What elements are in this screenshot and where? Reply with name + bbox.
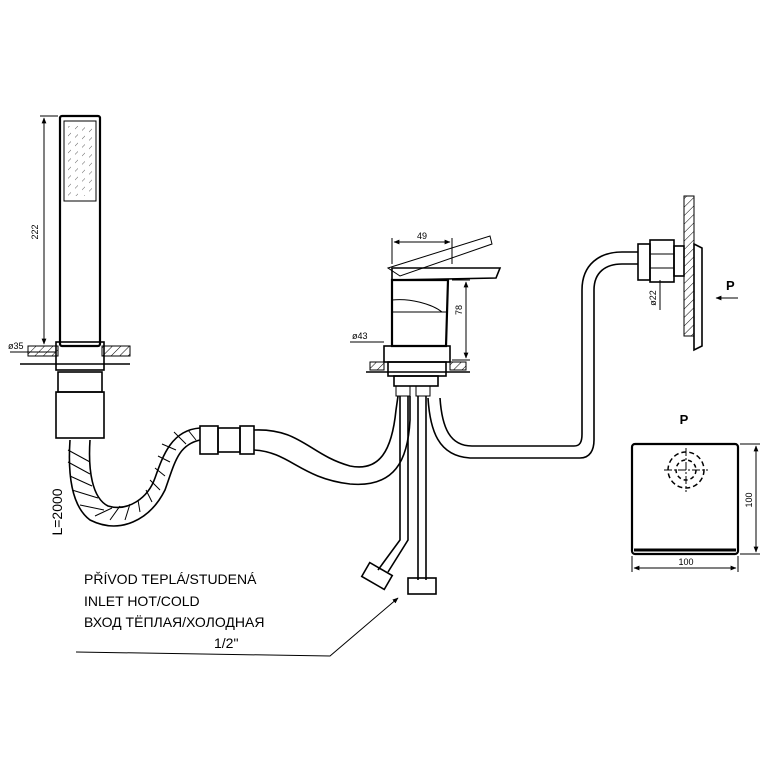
shower-spray-holes [68,126,92,196]
note-line-en: INLET HOT/COLD [84,593,200,609]
inlet-note: PŘÍVOD TEPLÁ/STUDENÁ INLET HOT/COLD ВХОД… [75,571,399,657]
view-arrow-label: P [726,278,735,293]
inlet-hoses [360,396,437,595]
shower-spray-face [63,120,97,202]
shower-deck-left [27,345,59,357]
dim-hose-length: L=2000 [49,488,65,535]
shower-holder [55,341,105,371]
shower-nut [57,371,103,393]
hose-connector-nut [217,427,241,453]
shower-deck-right [101,345,131,357]
dim-faucet-height: 78 [454,305,464,315]
mixer-base [383,345,451,363]
wall-outlet: ø22 P [637,195,738,352]
note-thread: 1/2" [214,635,238,651]
shower-supply-pipe [253,395,411,486]
shower-hose-sleeve [55,391,105,439]
inlet-nut-right [407,577,437,595]
shower-head [58,114,102,348]
note-line-ru: ВХОД ТЁПЛАЯ/ХОЛОДНАЯ [84,614,264,630]
view-p-title: P [680,412,689,427]
hand-shower: 222 ø35 [8,114,131,439]
dim-plate-height: 100 [744,492,754,507]
mixer-lever [386,235,493,277]
dim-faucet-base: ø43 [352,331,368,341]
dim-shower-base: ø35 [8,341,24,351]
inlet-nut-left [360,561,394,591]
dim-lever-width: 49 [417,231,427,241]
mixer-body [390,278,450,348]
basin-mixer: 49 78 ø43 [350,231,502,397]
wall-section [683,195,695,337]
hose-connector [199,425,219,455]
dim-plate-width: 100 [678,557,693,567]
dim-wall-outlet: ø22 [648,290,658,306]
spiral-hose: L=2000 [49,425,255,536]
leader-line [75,597,399,657]
hose-coil-pattern [67,429,197,521]
view-p-plate: P 100 100 [630,412,760,572]
outlet-pipe [427,251,638,459]
note-line-cz: PŘÍVOD TEPLÁ/STUDENÁ [84,571,257,587]
rosette-plate [630,442,740,556]
dim-shower-length: 222 [30,224,40,239]
